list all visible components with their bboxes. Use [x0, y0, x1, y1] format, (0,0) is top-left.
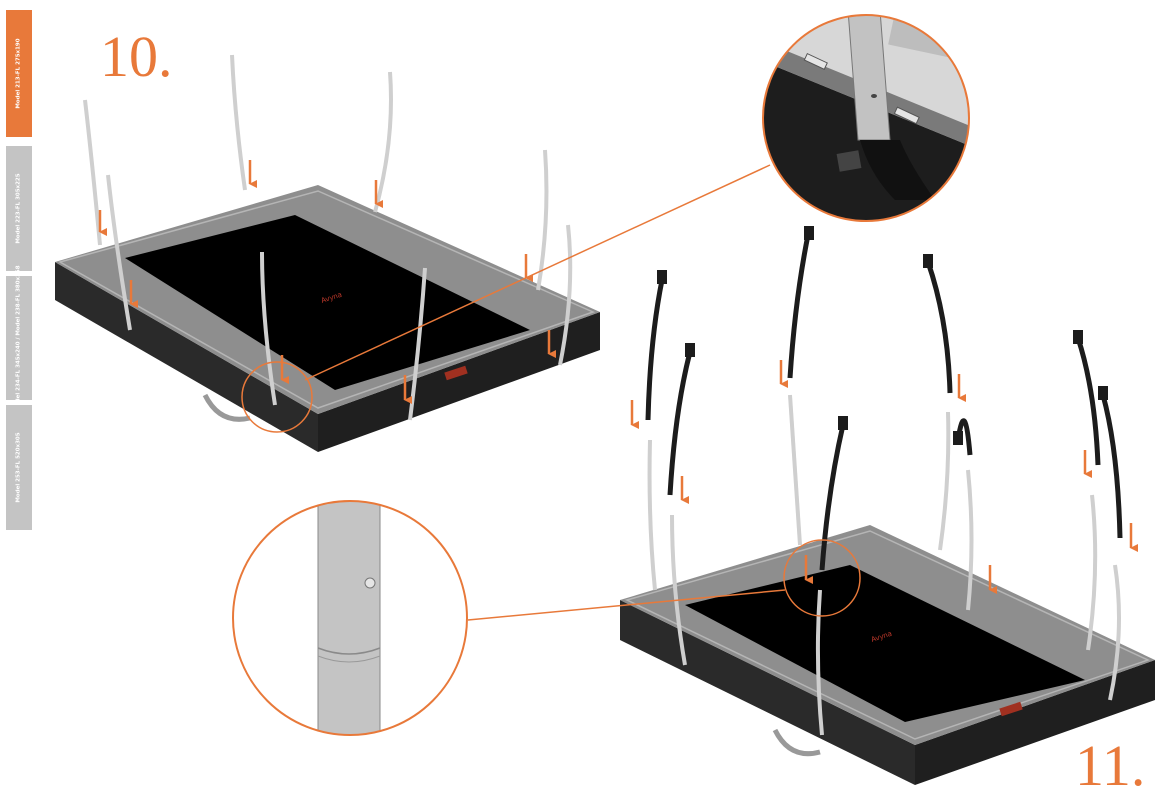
detail-callout-top — [241, 14, 970, 433]
step-number-10: 10. — [100, 24, 173, 89]
detail-callout-bottom — [232, 500, 861, 736]
upper-poles-step-11 — [645, 234, 1123, 571]
pole-caps-step-11 — [657, 226, 1108, 445]
arrows-step-10 — [98, 160, 556, 404]
arrows-step-11 — [630, 360, 1138, 594]
sidebar-tab-model-223[interactable]: Model 223-FL 305x225 — [6, 146, 32, 271]
sidebar-tab-model-234-238[interactable]: Model 234-FL 345x240 / Model 238-FL 380x… — [6, 265, 32, 411]
trampoline-step-11: Avyna — [620, 525, 1155, 785]
poles-step-10 — [83, 54, 573, 421]
sidebar-tab-model-213[interactable]: Model 213-FL 275x190 — [6, 10, 32, 137]
sidebar-tab-model-253[interactable]: Model 253-FL 520x305 — [6, 405, 32, 530]
step-number-11: 11. — [1075, 733, 1146, 798]
lower-poles-step-11 — [647, 394, 1121, 736]
trampoline-step-10: Avyna — [55, 185, 600, 452]
